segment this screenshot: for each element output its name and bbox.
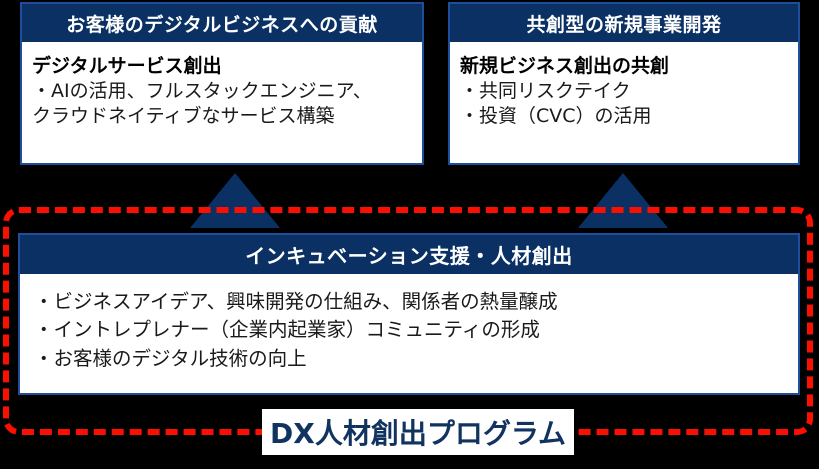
card-bottom-header: インキュベーション支援・人材創出 (20, 235, 798, 274)
card-right-body-title: 新規ビジネス創出の共創 (460, 55, 670, 77)
card-right-body-line-1: ・共同リスクテイク (460, 80, 631, 103)
arrow-up-icon-right (578, 173, 668, 228)
card-cocreation-new-business: 共創型の新規事業開発 新規ビジネス創出の共創 ・共同リスクテイク ・投資（CVC… (448, 2, 800, 165)
card-bottom-body-line-3: ・お客様のデジタル技術の向上 (34, 346, 307, 370)
card-left-body-line-2: クラウドネイティブなサービス構築 (32, 105, 335, 128)
card-bottom-body-line-2: ・イントレプレナー（企業内起業家）コミュニティの形成 (34, 318, 540, 342)
program-label: DX人材創出プログラム (262, 409, 574, 455)
card-left-body: デジタルサービス創出 ・AIの活用、フルスタックエンジニア、 クラウドネイティブ… (22, 42, 422, 163)
card-right-body-line-2: ・投資（CVC）の活用 (460, 105, 652, 128)
card-right-header: 共創型の新規事業開発 (450, 4, 798, 42)
card-right-body: 新規ビジネス創出の共創 ・共同リスクテイク ・投資（CVC）の活用 (450, 42, 798, 163)
card-incubation-support: インキュベーション支援・人材創出 ・ビジネスアイデア、興味開発の仕組み、関係者の… (18, 233, 800, 395)
card-left-body-title: デジタルサービス創出 (32, 55, 222, 77)
arrow-up-icon-left (190, 173, 280, 228)
card-left-body-line-1: ・AIの活用、フルスタックエンジニア、 (32, 80, 372, 103)
card-digital-business-contribution: お客様のデジタルビジネスへの貢献 デジタルサービス創出 ・AIの活用、フルスタッ… (20, 2, 424, 165)
card-bottom-body: ・ビジネスアイデア、興味開発の仕組み、関係者の熱量醸成 ・イントレプレナー（企業… (20, 274, 798, 393)
card-bottom-body-line-1: ・ビジネスアイデア、興味開発の仕組み、関係者の熱量醸成 (34, 290, 558, 313)
card-left-header: お客様のデジタルビジネスへの貢献 (22, 4, 422, 42)
